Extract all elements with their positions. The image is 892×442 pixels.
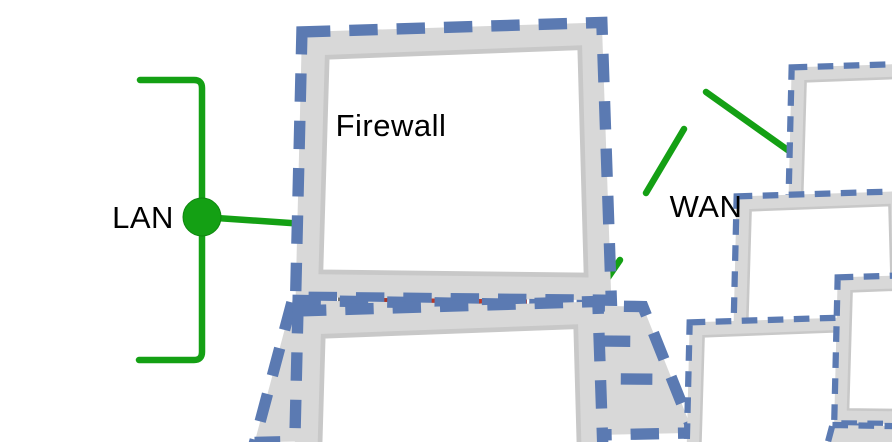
connection-lan1-hub: [136, 76, 206, 221]
connection-lan2-hub: [135, 213, 206, 364]
lan-label: LAN: [112, 200, 174, 235]
wan-label: WAN: [670, 189, 743, 224]
lan-hub-dot: [182, 197, 222, 237]
firewall-label: Firewall: [336, 108, 447, 143]
connection-wan-top-middle: [642, 125, 688, 197]
